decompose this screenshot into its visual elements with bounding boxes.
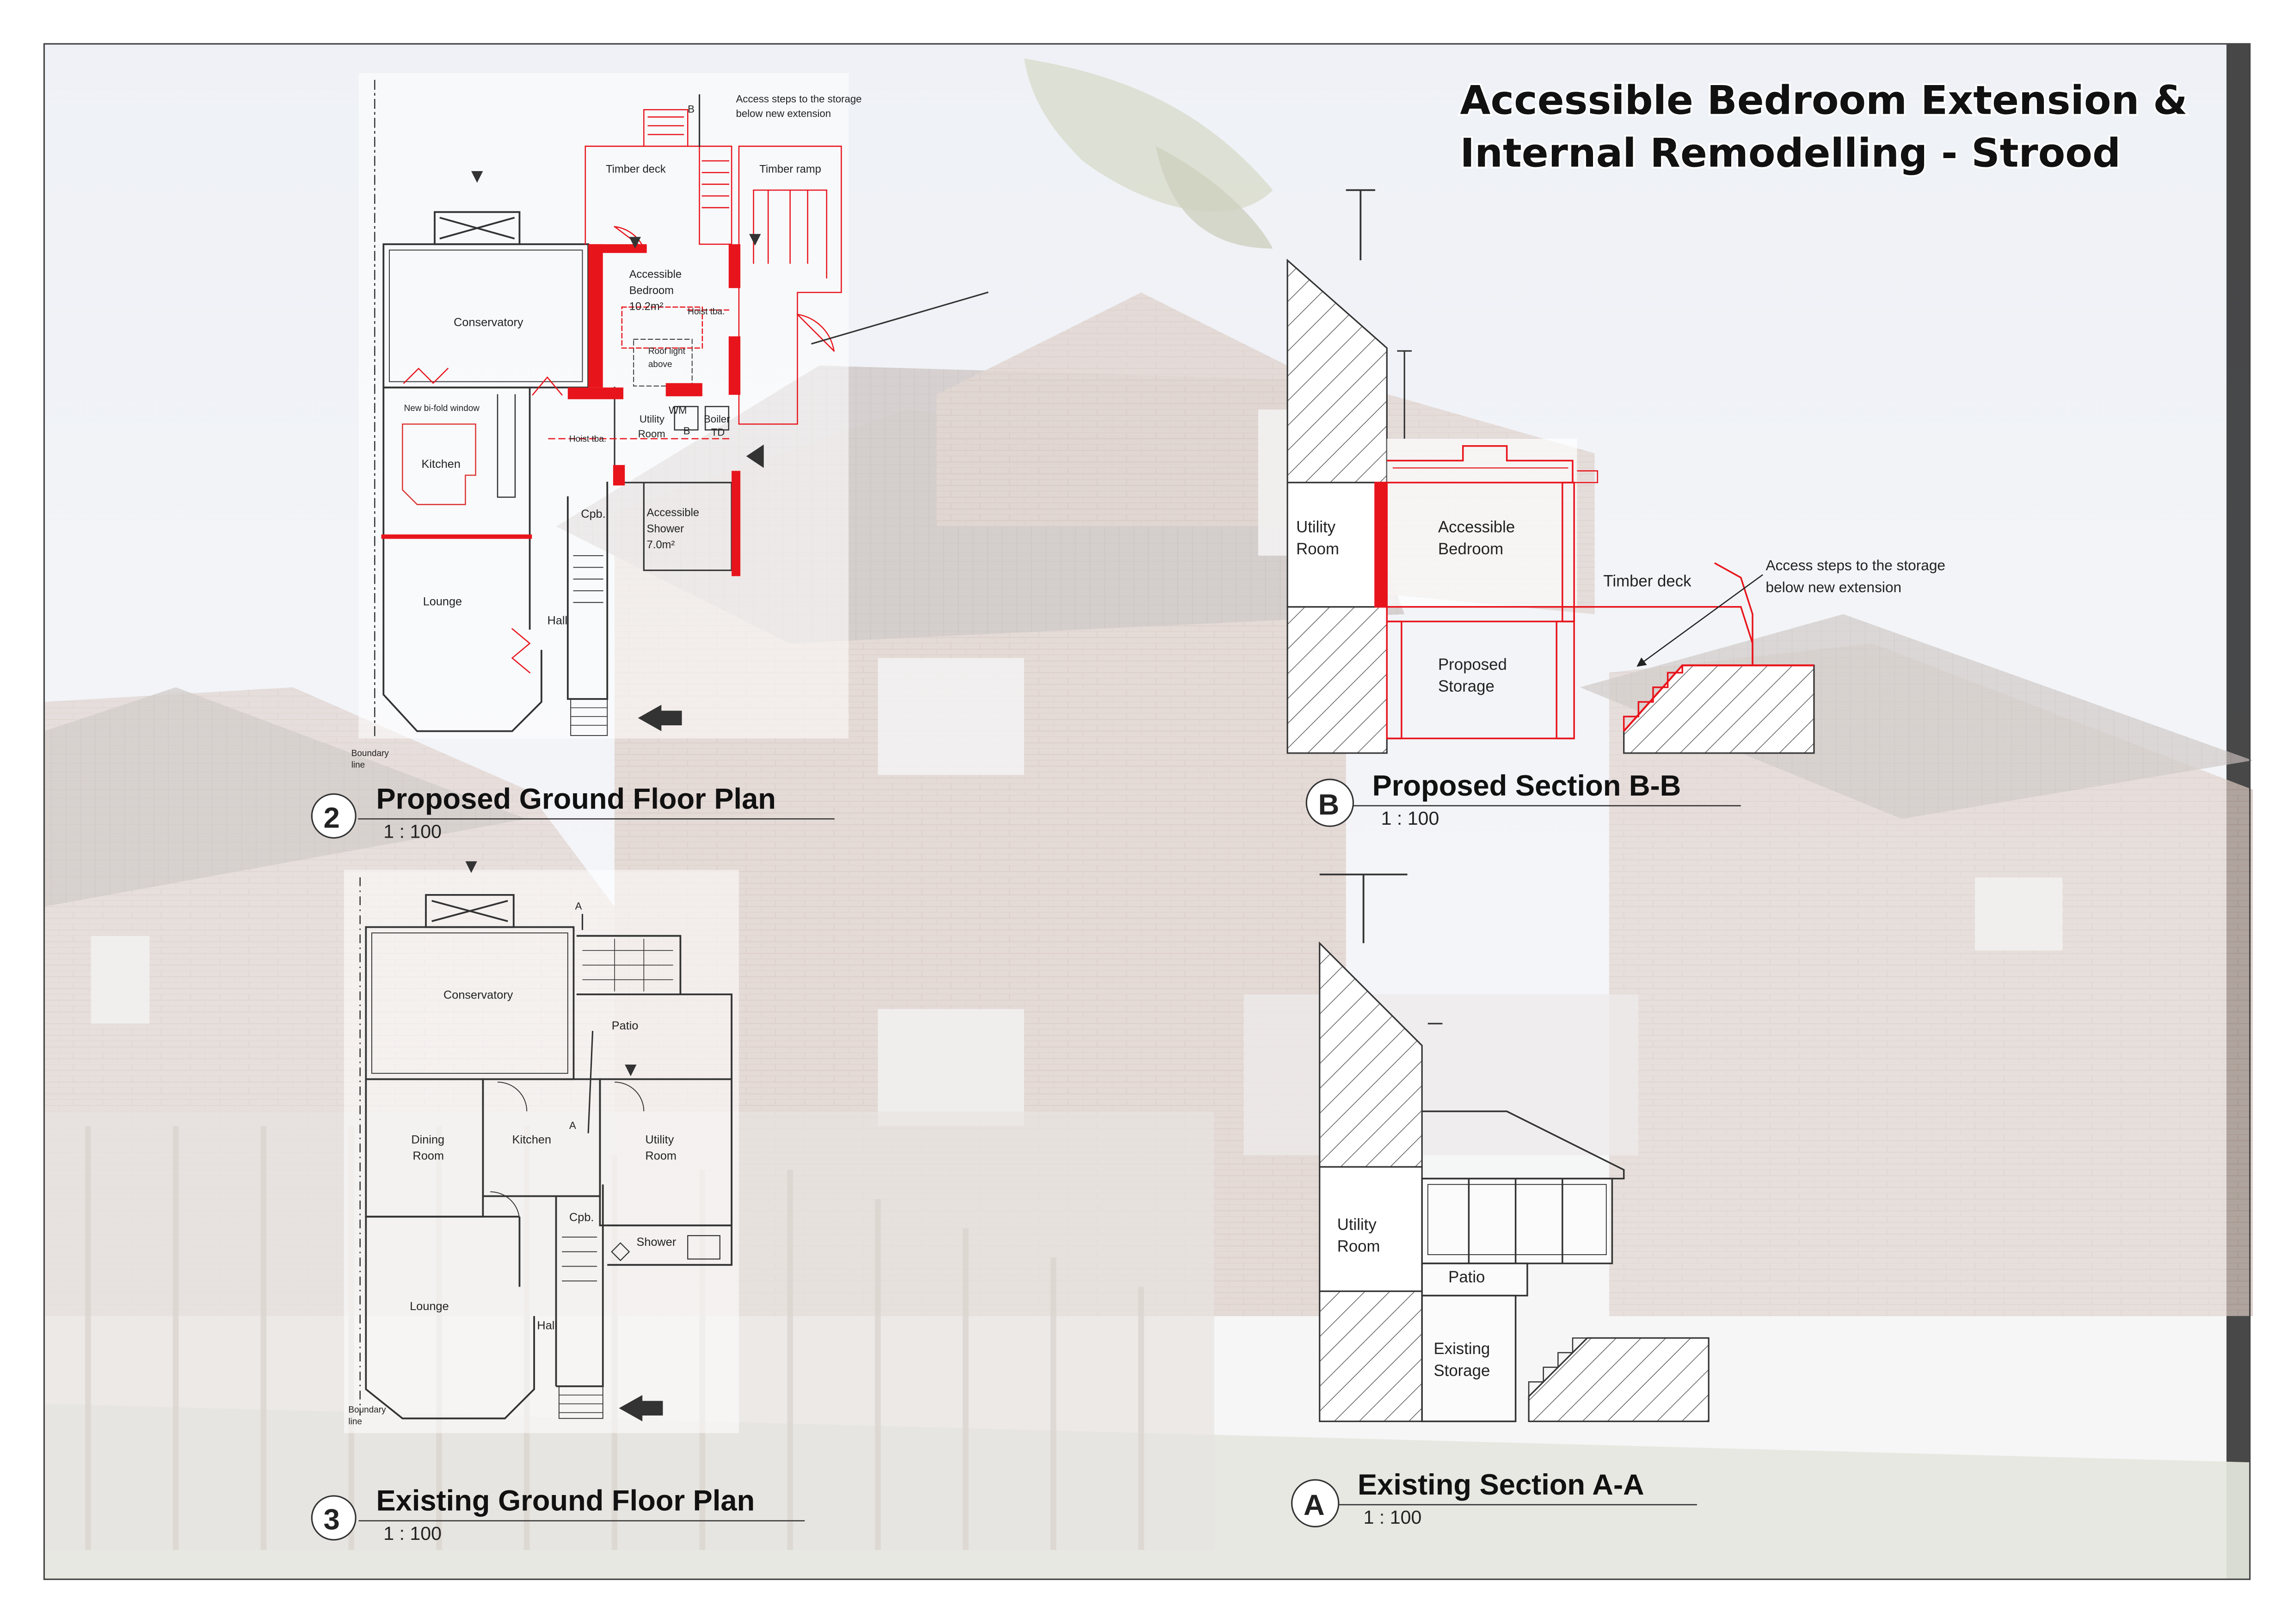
annotation: Access steps to the storage bbox=[736, 93, 862, 104]
section-label: Utility bbox=[1337, 1216, 1377, 1233]
section-scale: 1 : 100 bbox=[1381, 808, 1439, 829]
room-label: B bbox=[683, 425, 690, 436]
view-arrow-icon bbox=[465, 861, 477, 873]
section-marker: A bbox=[569, 1120, 576, 1131]
room-label: Room bbox=[646, 1149, 677, 1162]
room-label: Cpb. bbox=[581, 508, 605, 521]
view-arrow-icon bbox=[471, 171, 483, 183]
section-label: Storage bbox=[1438, 678, 1494, 695]
annotation: Hoist tba. bbox=[688, 307, 725, 317]
entrance-arrow-icon bbox=[638, 705, 682, 731]
annotation: above bbox=[648, 360, 672, 369]
room-label: Utility bbox=[640, 413, 665, 425]
section-label: Proposed bbox=[1438, 656, 1507, 674]
new-wall bbox=[588, 244, 603, 388]
annotation: Boundary bbox=[348, 1405, 386, 1415]
plan-number-badge bbox=[311, 793, 357, 839]
plan-title: Proposed Ground Floor Plan bbox=[376, 783, 775, 815]
room-label: TD bbox=[711, 427, 725, 438]
proposed-section-bb: Utility Room Accessible Bedroom Timber d… bbox=[1286, 189, 1945, 829]
room-label: Boiler bbox=[704, 413, 730, 425]
section-letter: B bbox=[1318, 789, 1340, 821]
room-label: Shower bbox=[637, 1236, 677, 1249]
room-label: 7.0m² bbox=[647, 539, 675, 551]
proposed-ground-floor-plan: Conservatory Kitchen Lounge Hall Cpb. Ut… bbox=[311, 73, 989, 842]
room-label: Dining bbox=[411, 1134, 444, 1146]
room-label: Shower bbox=[647, 523, 684, 535]
plan-title: Existing Ground Floor Plan bbox=[376, 1485, 755, 1517]
section-scale: 1 : 100 bbox=[1364, 1507, 1422, 1528]
section-label: Utility bbox=[1296, 518, 1336, 536]
section-label: Room bbox=[1337, 1238, 1380, 1256]
annotation: below new extension bbox=[736, 108, 831, 119]
section-annotation: Access steps to the storage bbox=[1766, 557, 1945, 574]
room-label: Bedroom bbox=[629, 285, 674, 297]
room-label: Room bbox=[638, 428, 665, 440]
plan-scale: 1 : 100 bbox=[383, 1523, 442, 1544]
section-label: Storage bbox=[1433, 1362, 1490, 1380]
section-label: Room bbox=[1296, 540, 1339, 558]
title-line-1: Accessible Bedroom Extension & bbox=[1460, 78, 2187, 124]
section-letter: A bbox=[1304, 1489, 1325, 1521]
annotation: Hoist tba. bbox=[569, 434, 606, 444]
room-label: Accessible bbox=[629, 269, 682, 281]
plan-number: 3 bbox=[324, 1504, 340, 1536]
room-label: Hall bbox=[547, 614, 568, 627]
title-line-2: Internal Remodelling - Strood bbox=[1460, 131, 2121, 177]
room-label: Lounge bbox=[410, 1300, 449, 1313]
section-annotation: below new extension bbox=[1766, 579, 1902, 595]
room-label: Accessible bbox=[647, 507, 699, 519]
room-label: Timber ramp bbox=[759, 163, 821, 175]
existing-section-aa: Utility Room Patio Existing Storage A Ex… bbox=[1291, 873, 1710, 1528]
section-label: Bedroom bbox=[1438, 540, 1503, 558]
sheet-title: Accessible Bedroom Extension & Internal … bbox=[1458, 76, 2189, 178]
annotation: Roof light bbox=[648, 346, 686, 356]
plan-scale: 1 : 100 bbox=[383, 821, 442, 842]
room-label: Kitchen bbox=[512, 1134, 551, 1146]
section-letter-badge bbox=[1291, 1479, 1340, 1527]
room-label: Conservatory bbox=[443, 988, 513, 1001]
room-label: Conservatory bbox=[454, 316, 523, 329]
room-label: Hall bbox=[537, 1319, 557, 1332]
section-title: Existing Section A-A bbox=[1358, 1469, 1644, 1501]
room-label: Room bbox=[413, 1149, 444, 1162]
annotation: New bi-fold window bbox=[404, 404, 480, 413]
room-label: Patio bbox=[612, 1019, 639, 1032]
section-label: Accessible bbox=[1438, 518, 1515, 536]
existing-ground-floor-plan: Conservatory Patio Dining Room Kitchen U… bbox=[311, 861, 805, 1544]
room-label: Timber deck bbox=[606, 163, 666, 175]
room-label: Lounge bbox=[423, 595, 462, 608]
section-label: Existing bbox=[1433, 1340, 1490, 1358]
section-letter-badge bbox=[1305, 778, 1354, 827]
plan-number: 2 bbox=[324, 802, 340, 834]
section-title: Proposed Section B-B bbox=[1372, 770, 1681, 802]
annotation: Boundary bbox=[351, 748, 389, 758]
room-label: Cpb. bbox=[569, 1211, 594, 1224]
section-marker: A bbox=[575, 901, 582, 912]
annotation: line bbox=[351, 760, 365, 770]
section-marker: B bbox=[688, 104, 695, 115]
plan-number-badge bbox=[311, 1495, 357, 1541]
room-label: Utility bbox=[646, 1134, 674, 1146]
section-label: Patio bbox=[1448, 1269, 1485, 1286]
room-label: Kitchen bbox=[422, 458, 461, 471]
entrance-arrow-icon bbox=[619, 1395, 663, 1422]
room-label: 10.2m² bbox=[629, 301, 664, 313]
section-label: Timber deck bbox=[1603, 572, 1691, 590]
annotation: line bbox=[348, 1417, 362, 1427]
room-label: WM bbox=[669, 404, 687, 416]
